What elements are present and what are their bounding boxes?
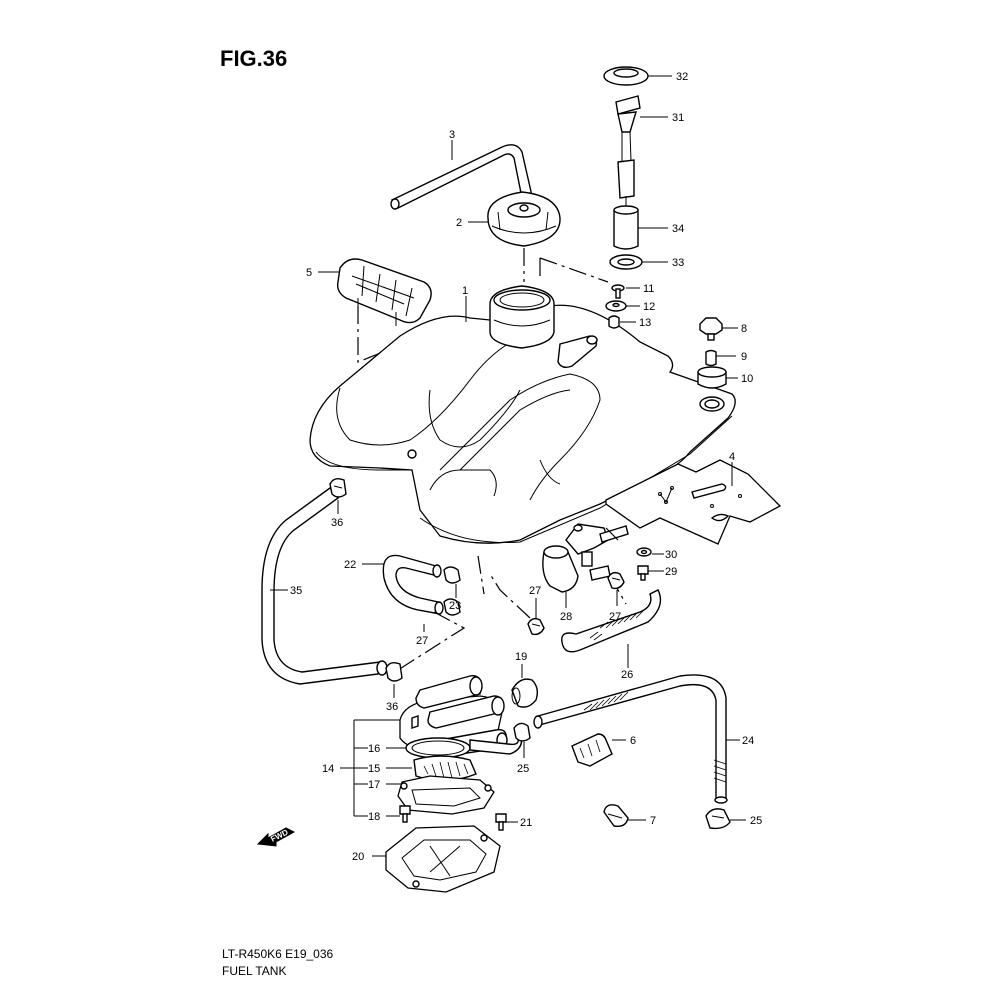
callout-14: 14 xyxy=(322,763,334,775)
callout-21: 21 xyxy=(520,817,532,829)
callout-26: 26 xyxy=(621,669,633,681)
bracket-14 xyxy=(340,719,400,817)
callout-29: 29 xyxy=(665,566,677,578)
callout-34: 34 xyxy=(672,223,684,235)
short-hose-part-22 xyxy=(382,554,444,615)
callout-4: 4 xyxy=(729,451,735,463)
float-part-34 xyxy=(613,205,639,250)
callout-30: 30 xyxy=(665,549,677,561)
callout-2: 2 xyxy=(456,217,462,229)
washer-part-30 xyxy=(636,547,652,557)
long-hose-part-35 xyxy=(261,487,388,685)
bolt-part-21 xyxy=(495,813,507,831)
callout-8: 8 xyxy=(741,323,747,335)
screw-part-18 xyxy=(399,805,411,823)
nut-part-13 xyxy=(608,315,620,329)
screw-part-11 xyxy=(611,284,625,299)
gasket-part-32 xyxy=(603,66,649,86)
callout-28: 28 xyxy=(560,611,572,623)
collar-part-9 xyxy=(705,349,717,367)
pump-cover-part-17 xyxy=(397,775,495,815)
callout-7: 7 xyxy=(650,815,656,827)
gasket-part-33 xyxy=(609,254,643,270)
hose-alignment-line-left xyxy=(397,611,466,671)
callout-25-right: 25 xyxy=(750,815,762,827)
fuel-sender-part-31 xyxy=(615,95,641,210)
clamp-part-25-right xyxy=(705,808,731,830)
clamp-part-27-middle xyxy=(527,617,545,636)
clamp-part-25-left xyxy=(513,722,531,742)
washer-part-12 xyxy=(605,300,627,312)
callout-5: 5 xyxy=(306,267,312,279)
clamp-part-27-right xyxy=(607,571,625,590)
hose-alignment-line-center xyxy=(477,555,485,595)
callout-17: 17 xyxy=(368,779,380,791)
callout-10: 10 xyxy=(741,373,753,385)
callout-3: 3 xyxy=(449,129,455,141)
callout-11: 11 xyxy=(643,283,654,295)
cap-part-19 xyxy=(511,678,539,708)
clamp-part-23 xyxy=(443,566,461,616)
callout-16: 16 xyxy=(368,743,380,755)
figure-title: FIG.36 xyxy=(220,46,287,71)
bolt-part-8 xyxy=(699,317,723,341)
callout-13: 13 xyxy=(639,317,651,329)
callout-9: 9 xyxy=(741,351,747,363)
hose-part-24 xyxy=(533,674,728,804)
gasket-part-16 xyxy=(405,737,471,759)
callout-31: 31 xyxy=(672,112,684,124)
callout-24: 24 xyxy=(742,735,754,747)
callout-35: 35 xyxy=(290,585,302,597)
callout-27-right: 27 xyxy=(609,611,621,623)
callout-19: 19 xyxy=(515,651,527,663)
callout-12: 12 xyxy=(643,301,655,313)
sender-alignment-line xyxy=(539,257,609,283)
cushion-part-10 xyxy=(697,366,727,389)
clamp-part-36-bottom xyxy=(385,661,403,682)
section-name: FUEL TANK xyxy=(222,964,286,978)
seat-pad-part-5 xyxy=(336,258,432,326)
fuel-valve-part-28 xyxy=(542,523,629,593)
callout-36-top: 36 xyxy=(331,517,343,529)
callout-15: 15 xyxy=(368,763,380,775)
callout-27-middle: 27 xyxy=(529,585,541,597)
callout-20: 20 xyxy=(352,851,364,863)
heat-shield-part-4 xyxy=(605,459,782,545)
model-code: LT-R450K6 E19_036 xyxy=(222,947,334,961)
fuel-hose-part-26 xyxy=(561,589,662,653)
callout-1: 1 xyxy=(462,285,468,297)
screw-part-29 xyxy=(637,565,649,581)
callout-18: 18 xyxy=(368,811,380,823)
fwd-arrow-icon: FWD xyxy=(256,827,296,847)
protector-part-6 xyxy=(571,733,613,767)
fwd-label: FWD xyxy=(269,828,290,844)
callout-27-left: 27 xyxy=(416,635,428,647)
clamp-part-36-top xyxy=(329,477,347,498)
hose-alignment-line-middle xyxy=(489,573,531,619)
callout-22: 22 xyxy=(344,559,356,571)
clip-part-7 xyxy=(603,804,629,828)
fuel-tank-part-1 xyxy=(309,285,736,544)
callout-33: 33 xyxy=(672,257,684,269)
callout-32: 32 xyxy=(676,71,688,83)
pump-bracket-part-20 xyxy=(385,825,501,893)
callout-23: 23 xyxy=(449,600,461,612)
callout-25-left: 25 xyxy=(517,763,529,775)
callout-36-bottom: 36 xyxy=(386,701,398,713)
fuel-cap-part-2 xyxy=(487,191,561,247)
callout-6: 6 xyxy=(630,735,636,747)
